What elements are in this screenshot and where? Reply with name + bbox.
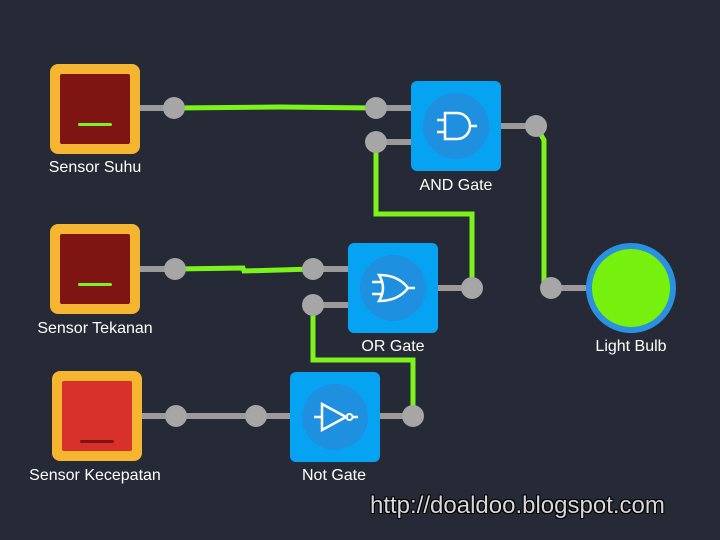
sensor-tekanan-switch[interactable] xyxy=(50,224,140,314)
sensor-indicator xyxy=(78,123,112,126)
not-gate-icon xyxy=(314,401,358,433)
sensor-indicator xyxy=(80,440,114,443)
node-not-out[interactable] xyxy=(402,405,424,427)
sensor-kecepatan-label: Sensor Kecepatan xyxy=(29,467,161,484)
and-gate-disc xyxy=(423,93,489,159)
watermark-text: http://doaldoo.blogspot.com xyxy=(370,492,665,519)
wire-suhu-to-and[interactable] xyxy=(173,104,377,111)
node-and-in1[interactable] xyxy=(365,97,387,119)
node-or-in2[interactable] xyxy=(302,294,324,316)
node-and-out[interactable] xyxy=(525,115,547,137)
and-gate-icon xyxy=(437,111,477,141)
node-or-in1[interactable] xyxy=(302,258,324,280)
node-and-in2[interactable] xyxy=(365,131,387,153)
and-gate-label: AND Gate xyxy=(419,177,493,194)
not-gate[interactable] xyxy=(290,372,380,462)
node-tekanan-out[interactable] xyxy=(164,258,186,280)
or-gate-label: OR Gate xyxy=(361,338,425,355)
and-gate[interactable] xyxy=(411,81,501,171)
node-bulb-in[interactable] xyxy=(540,277,562,299)
node-not-in[interactable] xyxy=(245,405,267,427)
sensor-indicator xyxy=(78,283,112,286)
sensor-face xyxy=(60,234,130,304)
node-suhu-out[interactable] xyxy=(163,97,185,119)
or-gate-icon xyxy=(372,273,415,303)
sensor-face xyxy=(62,381,132,451)
sensor-kecepatan-switch[interactable] xyxy=(52,371,142,461)
light-bulb[interactable] xyxy=(586,243,676,333)
sensor-suhu-switch[interactable] xyxy=(50,64,140,154)
sensor-face xyxy=(60,74,130,144)
wire-or-to-and[interactable] xyxy=(373,142,475,288)
wire-tekanan-to-or[interactable] xyxy=(174,265,314,274)
not-gate-label: Not Gate xyxy=(301,467,367,484)
node-or-out[interactable] xyxy=(461,277,483,299)
light-bulb-label: Light Bulb xyxy=(595,338,667,355)
wire-and-to-bulb[interactable] xyxy=(533,124,551,291)
wire-not-to-or[interactable] xyxy=(310,305,416,416)
sensor-suhu-label: Sensor Suhu xyxy=(48,159,142,176)
or-gate[interactable] xyxy=(348,243,438,333)
node-kecepatan-out[interactable] xyxy=(165,405,187,427)
sensor-tekanan-label: Sensor Tekanan xyxy=(37,320,153,337)
